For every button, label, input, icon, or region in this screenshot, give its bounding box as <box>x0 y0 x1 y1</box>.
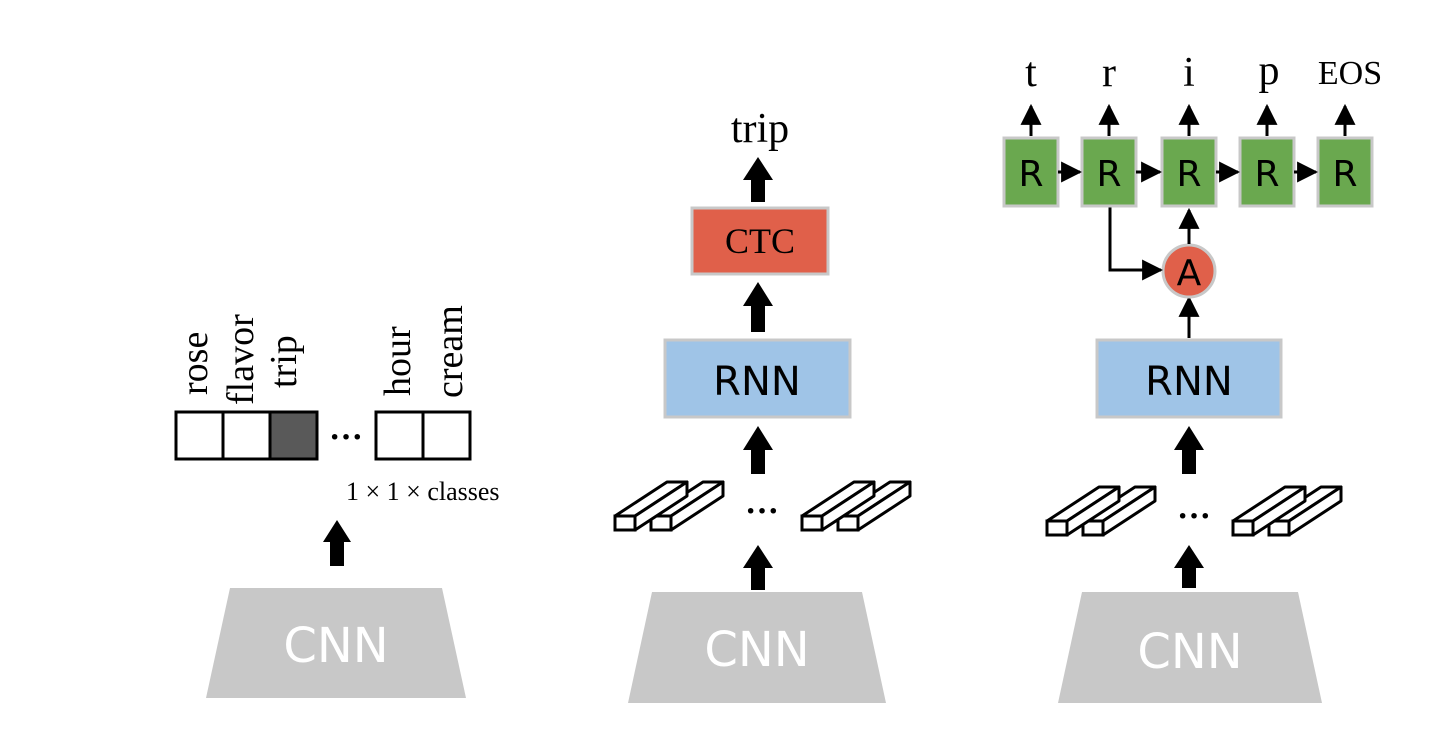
panel-2-ctc: CNN ··· RNN CTC trip <box>613 106 912 703</box>
class-cell <box>374 410 425 461</box>
ctc-label: CTC <box>725 221 795 261</box>
rnn-block <box>663 338 852 419</box>
up-arrow <box>743 426 773 474</box>
class-cell <box>221 410 272 461</box>
output-word: trip <box>731 106 789 152</box>
class-word-rose: rose <box>174 332 216 395</box>
class-word-flavor: flavor <box>220 314 262 405</box>
decoder-cell-label: R <box>1176 154 1201 195</box>
class-word-trip: trip <box>263 335 305 388</box>
class-word-hour: hour <box>377 326 419 396</box>
up-arrow <box>743 282 773 332</box>
decoder-cell: R <box>1080 136 1138 208</box>
ellipsis: ··· <box>1177 498 1211 535</box>
up-arrow <box>1174 545 1204 588</box>
cnn-block <box>1058 592 1322 703</box>
output-char: i <box>1183 50 1195 96</box>
output-char: r <box>1102 50 1116 96</box>
output-char: t <box>1025 50 1037 96</box>
decoder-cell-label: R <box>1254 154 1279 195</box>
output-char: p <box>1259 48 1280 94</box>
feature-columns-left <box>1045 485 1157 537</box>
ctc-block <box>690 206 830 276</box>
panel-1-classification: CNN ··· rose flavor trip hour cream 1 × … <box>174 305 500 698</box>
decoder-cell-label: R <box>1332 154 1357 195</box>
feature-columns-right <box>1231 485 1343 537</box>
rnn-label: RNN <box>713 359 801 405</box>
class-cell <box>174 410 225 461</box>
decoder-cell: R <box>1160 136 1218 208</box>
ellipsis: ··· <box>745 493 779 530</box>
feature-columns-right <box>800 480 912 532</box>
cnn-block <box>206 588 466 698</box>
decoder-cell: R <box>1002 136 1060 208</box>
decoder-to-attention-arrow <box>1108 206 1164 281</box>
up-arrow <box>323 520 351 566</box>
class-cell <box>421 410 472 461</box>
decoder-cell-label: R <box>1096 154 1121 195</box>
up-arrow <box>743 157 773 202</box>
rnn-block <box>1095 338 1283 419</box>
up-arrow <box>1174 426 1204 474</box>
ellipsis: ··· <box>329 419 363 456</box>
cnn-label: CNN <box>1137 624 1242 680</box>
dims-label: 1 × 1 × classes <box>346 477 500 506</box>
up-arrow <box>743 545 773 590</box>
decoder-cell: R <box>1316 136 1374 208</box>
cnn-label: CNN <box>704 622 809 678</box>
attention-label: A <box>1177 253 1202 294</box>
class-vector: ··· <box>174 410 472 461</box>
cnn-block <box>628 592 886 703</box>
panel-3-attention: CNN ··· RNN A R R R <box>1002 48 1382 703</box>
class-word-cream: cream <box>429 305 471 398</box>
feature-columns-left <box>613 480 725 532</box>
decoder-cell-label: R <box>1018 154 1043 195</box>
output-char: EOS <box>1318 55 1382 92</box>
rnn-label: RNN <box>1145 359 1233 405</box>
decoder-cell: R <box>1238 136 1296 208</box>
class-cell-selected <box>268 410 319 461</box>
cnn-label: CNN <box>283 618 388 674</box>
